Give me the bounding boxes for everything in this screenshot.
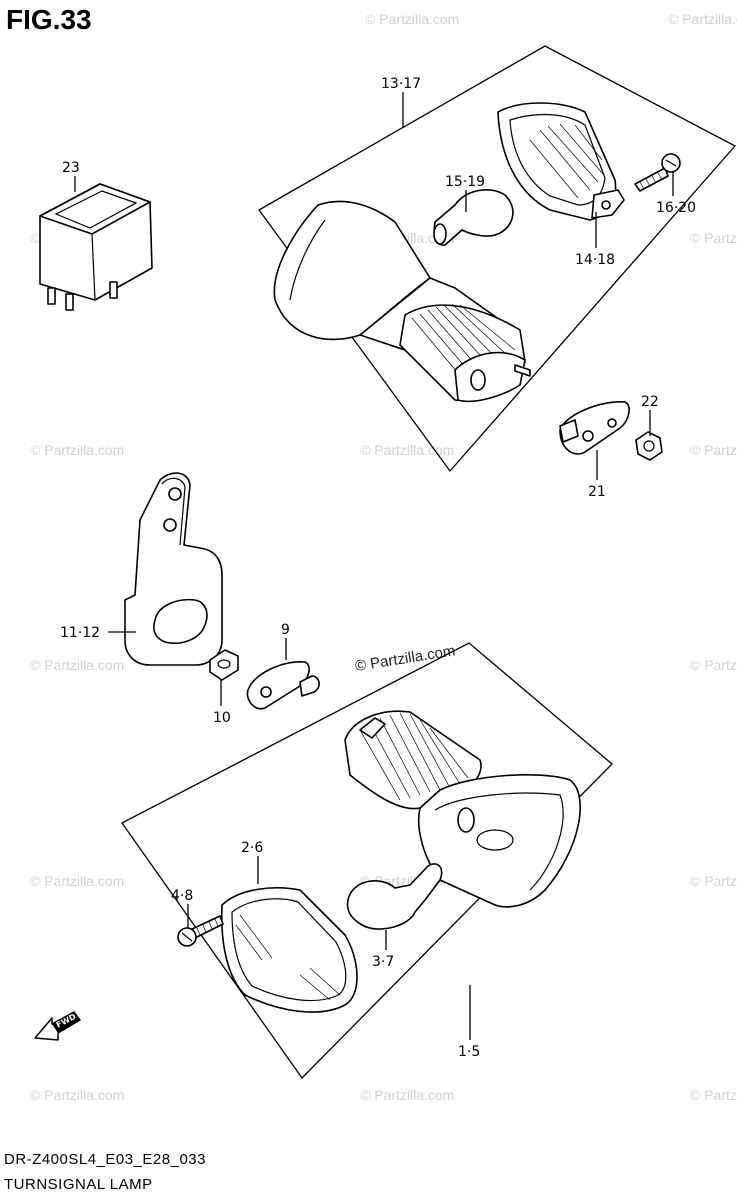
watermark: © Partzilla.com (365, 11, 459, 27)
nut-part-22 (635, 431, 663, 461)
label-part-4-8: 4·8 (171, 888, 193, 904)
watermark: © Partzilla.com (690, 873, 737, 889)
label-part-11-12: 11·12 (60, 625, 100, 641)
watermark: © Partzilla.com (360, 1087, 454, 1103)
lower-assembly-box (121, 642, 613, 1080)
label-part-10: 10 (213, 710, 231, 726)
lower-bulb-part-3-7 (346, 863, 443, 930)
part-labels: 23 13·17 15·19 14·18 16·20 22 21 11·12 9… (60, 76, 696, 1060)
watermark: © Partzilla.com (690, 442, 737, 458)
bracket-part-11-12 (124, 472, 223, 666)
label-part-3-7: 3·7 (372, 954, 394, 970)
label-part-14-18: 14·18 (575, 252, 615, 268)
label-part-23: 23 (62, 160, 80, 176)
watermark: © Partzilla.com (30, 657, 124, 673)
watermark-center: © Partzilla.com (354, 642, 456, 675)
collar-part-10 (209, 649, 239, 681)
label-part-21: 21 (588, 484, 606, 500)
label-part-22: 22 (641, 394, 659, 410)
figure-name: TURNSIGNAL LAMP (4, 1176, 153, 1193)
upper-lamp-housing (273, 200, 531, 403)
plate-part-9 (246, 661, 320, 710)
lower-lens-part-2-6 (220, 887, 358, 1013)
forward-arrow-icon: FWD (34, 1011, 81, 1041)
watermark: © Partzilla.com (690, 230, 737, 246)
upper-assembly-box (258, 45, 737, 473)
watermark: © Partzilla.com (30, 442, 124, 458)
label-part-2-6: 2·6 (241, 840, 263, 856)
label-part-9: 9 (281, 622, 290, 638)
upper-lens (497, 102, 625, 221)
watermark: © Partzilla.com (690, 1087, 737, 1103)
watermarks: © Partzilla.com © Partzilla.com © Partzi… (30, 11, 737, 1103)
watermark: © Partzilla.com (668, 11, 737, 27)
label-part-1-5: 1·5 (458, 1044, 480, 1060)
lower-lamp-housing (344, 710, 581, 908)
leader-lines (74, 92, 674, 1040)
relay-part-23 (39, 183, 153, 311)
watermark: © Partzilla.com (360, 442, 454, 458)
figure-title: FIG.33 (6, 4, 92, 35)
upper-screw-part-16-20 (634, 153, 681, 192)
label-part-15-19: 15·19 (445, 174, 485, 190)
label-part-16-20: 16·20 (656, 200, 696, 216)
plate-part-21 (559, 401, 630, 455)
watermark: © Partzilla.com (30, 1087, 124, 1103)
label-part-13-17: 13·17 (381, 76, 421, 92)
lower-screw-part-4-8 (177, 915, 224, 947)
figure-code: DR-Z400SL4_E03_E28_033 (4, 1151, 206, 1168)
watermark: © Partzilla.com (30, 873, 124, 889)
upper-bulb-part-15-19 (433, 189, 514, 246)
watermark: © Partzilla.com (690, 657, 737, 673)
